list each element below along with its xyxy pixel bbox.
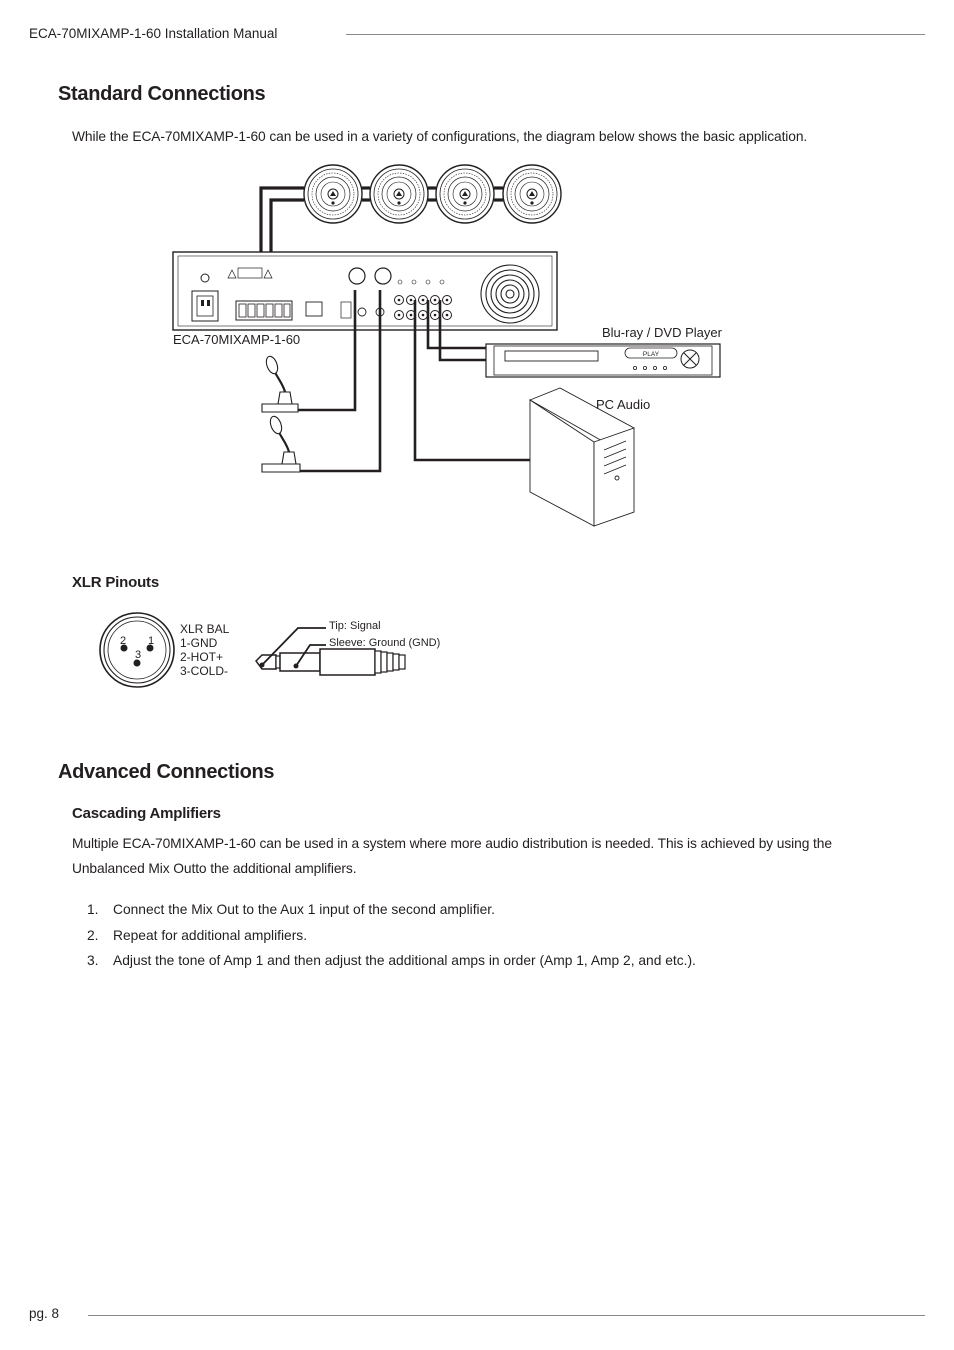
running-header: ECA-70MIXAMP-1-60 Installation Manual: [29, 26, 278, 41]
footer-rule: [88, 1315, 925, 1316]
bluray-dvd-player: [485, 343, 721, 378]
jack-sleeve-label: Sleeve: Ground (GND): [329, 637, 440, 649]
xlr-connector: [99, 612, 175, 688]
jack-tip-label: Tip: Signal: [329, 620, 381, 632]
microphone: [261, 415, 301, 473]
list-item-text: Connect the Mix Out to the Aux 1 input o…: [113, 902, 495, 917]
xlr-legend-line: 2-HOT+: [180, 650, 223, 664]
list-item-text: Repeat for additional amplifiers.: [113, 927, 308, 943]
mic-wires: [296, 290, 382, 473]
ceiling-speaker: [369, 164, 429, 224]
xlr-legend-line: 3-COLD-: [180, 664, 228, 678]
list-item: 1. Connect the Mix Out to the Aux 1 inpu…: [72, 897, 932, 923]
player-label: Blu-ray / DVD Player: [602, 325, 723, 340]
xlr-pin-2-label: 2: [120, 635, 126, 647]
list-item-number: 1.: [87, 902, 99, 917]
amplifier-rear-panel: [172, 251, 558, 331]
list-item-text: Adjust the tone of Amp 1 and then adjust…: [113, 953, 696, 968]
pc-label: PC Audio: [596, 397, 650, 412]
cascading-amplifiers-title: Cascading Amplifiers: [72, 805, 221, 822]
xlr-legend-line: 1-GND: [180, 636, 218, 650]
list-item-number: 2.: [87, 927, 99, 943]
section-title-standard: Standard Connections: [58, 83, 266, 105]
ceiling-speaker: [502, 164, 562, 224]
play-button-label: PLAY: [643, 351, 660, 358]
connection-diagram: ECA-70MIXAMP-1-60 PLAY Blu-ray: [172, 164, 723, 527]
ceiling-speaker: [303, 164, 363, 224]
cascading-paragraph: Multiple ECA-70MIXAMP-1-60 can be used i…: [72, 836, 832, 876]
xlr-pinouts-title: XLR Pinouts: [72, 574, 159, 591]
intro-paragraph: While the ECA-70MIXAMP-1-60 can be used …: [72, 129, 808, 144]
list-item-number: 3.: [87, 953, 99, 968]
quarter-inch-jack: [255, 627, 406, 676]
cascading-steps-list: 1. Connect the Mix Out to the Aux 1 inpu…: [72, 897, 932, 974]
pc-tower: [528, 387, 636, 527]
xlr-legend-line: XLR BAL: [180, 622, 230, 636]
xlr-pin-3-label: 3: [135, 649, 141, 661]
section-title-advanced: Advanced Connections: [58, 761, 275, 783]
microphone: [261, 355, 299, 413]
amplifier-label: ECA-70MIXAMP-1-60: [173, 332, 300, 347]
list-item: 3. Adjust the tone of Amp 1 and then adj…: [72, 948, 932, 974]
page-number: pg. 8: [29, 1306, 60, 1321]
header-rule: [346, 34, 925, 35]
xlr-pin-1-label: 1: [148, 635, 154, 647]
list-item: 2. Repeat for additional amplifiers.: [72, 923, 932, 949]
line-input-wires: [413, 300, 530, 462]
xlr-pinout-diagram: 2 1 3 XLR BAL 1-GND 2-HOT+ 3-COLD- Tip: …: [99, 612, 440, 688]
ceiling-speaker: [435, 164, 495, 224]
